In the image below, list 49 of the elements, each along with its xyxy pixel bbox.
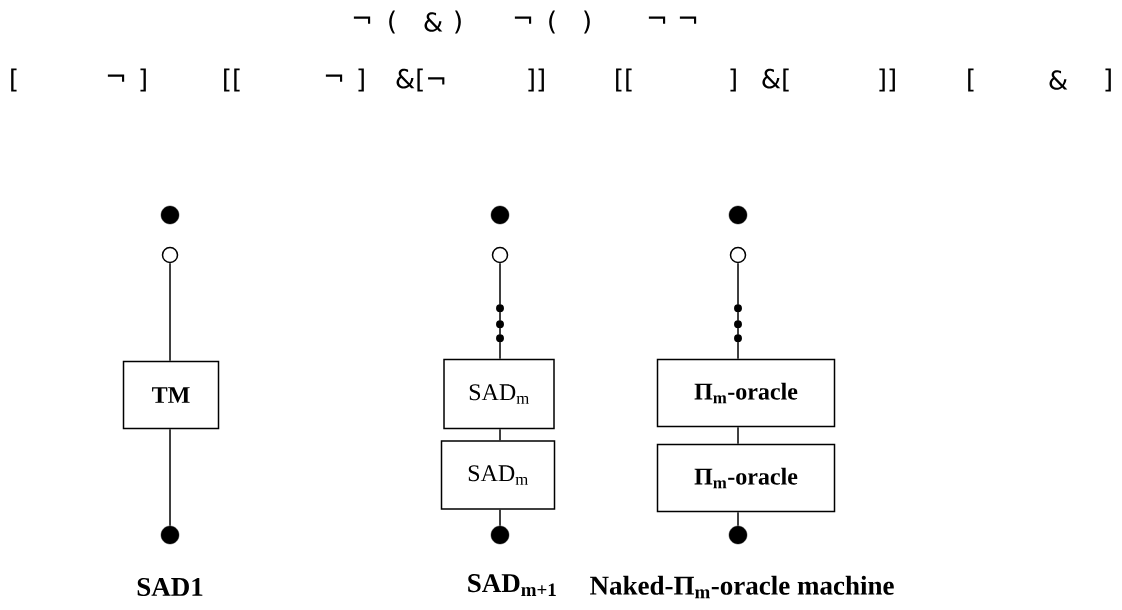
terminal-dot bbox=[160, 525, 180, 545]
caption-text: SAD1 bbox=[137, 577, 203, 597]
symbol-text: & bbox=[424, 12, 443, 32]
symbol-text: ] bbox=[140, 68, 146, 92]
terminal-dot bbox=[728, 525, 748, 545]
terminal-dot bbox=[490, 205, 510, 225]
symbol-text: [[ bbox=[224, 68, 240, 92]
terminal-dot bbox=[160, 205, 180, 225]
symbol-text: ) bbox=[455, 10, 461, 34]
process-box: Π$_{m}$-oracle bbox=[656, 443, 836, 513]
open-circle bbox=[729, 246, 747, 264]
connector-line bbox=[499, 509, 501, 527]
caption-text: Naked-Π$_{m}$-oracle machine bbox=[590, 575, 894, 599]
symbol-text: ( bbox=[549, 10, 555, 34]
symbol-text: ( bbox=[389, 10, 395, 34]
terminal-dot bbox=[490, 525, 510, 545]
symbol-text: ) bbox=[584, 10, 590, 34]
process-box: SAD$_{m}$ bbox=[443, 358, 555, 430]
symbol-text: [[ bbox=[616, 68, 632, 92]
connector-line bbox=[499, 428, 501, 441]
connector-line bbox=[737, 426, 739, 445]
connector-line bbox=[169, 428, 171, 527]
symbol-text: ¬ bbox=[648, 16, 666, 24]
open-circle bbox=[161, 246, 179, 264]
symbol-text: &[¬ bbox=[396, 68, 445, 92]
process-box: Π$_{m}$-oracle bbox=[656, 358, 836, 428]
symbol-text: ¬ bbox=[353, 16, 371, 24]
symbol-text: ] bbox=[1105, 68, 1111, 92]
process-box: SAD$_{m}$ bbox=[440, 440, 556, 510]
symbol-text: ]] bbox=[879, 68, 895, 92]
symbol-text: ¬ bbox=[325, 74, 343, 82]
symbol-text: ]] bbox=[528, 68, 544, 92]
symbol-text: ¬ bbox=[107, 74, 125, 82]
symbol-text: & bbox=[1049, 70, 1068, 90]
symbol-text: ] bbox=[730, 68, 736, 92]
connector-line bbox=[737, 511, 739, 527]
symbol-text: ¬ bbox=[679, 16, 697, 24]
symbol-text: [ bbox=[11, 68, 17, 92]
caption-text: SAD$_{m+1}$ bbox=[468, 574, 556, 596]
connector-line bbox=[496, 262, 504, 360]
connector-line bbox=[169, 262, 171, 362]
symbol-text: ¬ bbox=[514, 16, 532, 24]
symbol-text: &[ bbox=[762, 68, 789, 92]
open-circle bbox=[491, 246, 509, 264]
process-box: TM bbox=[122, 360, 220, 430]
symbol-text: ] bbox=[358, 68, 364, 92]
symbol-text: [ bbox=[968, 68, 974, 92]
terminal-dot bbox=[728, 205, 748, 225]
connector-line bbox=[734, 262, 742, 360]
